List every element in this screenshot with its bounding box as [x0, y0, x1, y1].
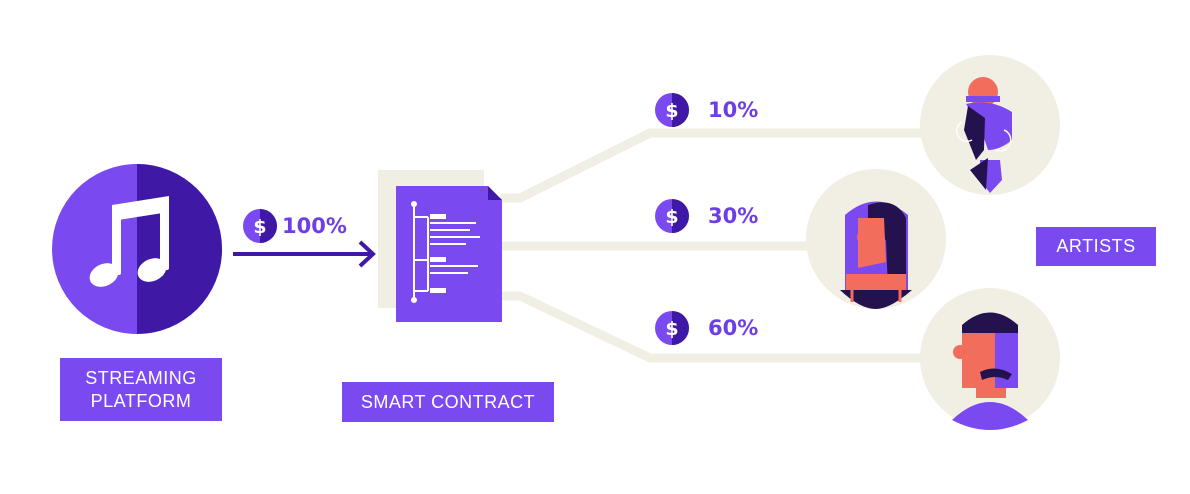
- coin-symbol: $: [665, 318, 678, 340]
- coin-symbol: $: [665, 206, 678, 228]
- percent-label-100: 100%: [282, 214, 347, 238]
- percent-label-30: 30%: [708, 204, 759, 228]
- coin-icon-30: $: [655, 199, 689, 233]
- connector-60: [500, 291, 930, 363]
- coin-symbol: $: [665, 100, 678, 122]
- music-note-icon: [52, 164, 222, 334]
- percent-label-10: 10%: [708, 98, 759, 122]
- document-icon: [378, 170, 502, 322]
- coin-symbol: $: [253, 216, 266, 238]
- streaming-platform-label: STREAMING PLATFORM: [60, 358, 222, 421]
- percent-label-60: 60%: [708, 316, 759, 340]
- connector-10: [500, 128, 930, 203]
- artist-avatar-man-mustache: [920, 288, 1060, 430]
- artist-avatar-woman-long-hair: [806, 169, 946, 309]
- arrow-right-icon: [233, 240, 376, 268]
- smart-contract-label: SMART CONTRACT: [342, 382, 554, 422]
- coin-icon-10: $: [655, 93, 689, 127]
- coin-icon-60: $: [655, 311, 689, 345]
- artists-label: ARTISTS: [1036, 227, 1156, 266]
- coin-icon-100: $: [243, 209, 277, 243]
- artist-avatar-woman-bun: [920, 55, 1060, 195]
